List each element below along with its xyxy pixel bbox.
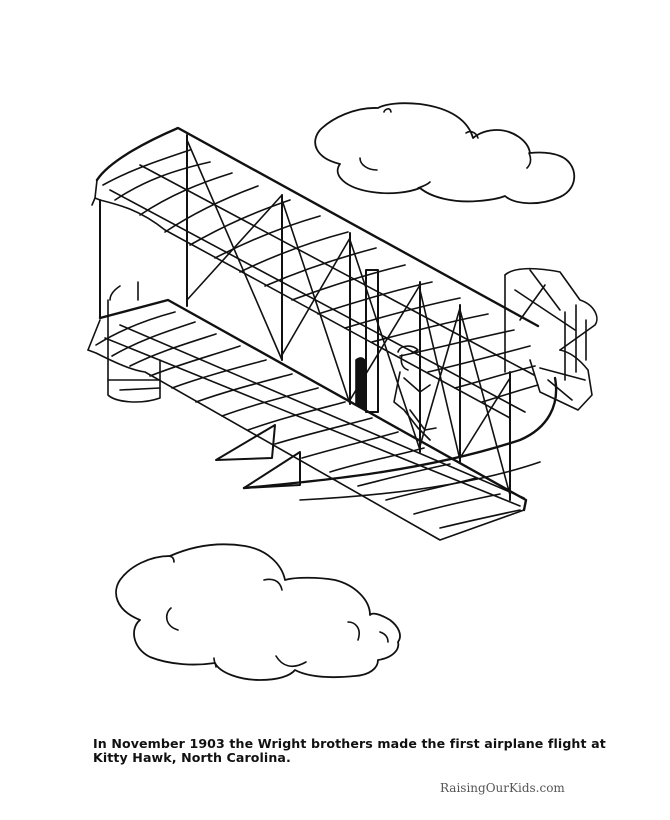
caption-text: In November 1903 the Wright brothers mad… <box>93 736 606 765</box>
pilot <box>393 345 437 441</box>
biplane <box>87 126 598 541</box>
cloud-bottom-left <box>115 543 401 681</box>
site-credit: RaisingOurKids.com <box>440 781 565 795</box>
cloud-top-right <box>314 102 576 205</box>
